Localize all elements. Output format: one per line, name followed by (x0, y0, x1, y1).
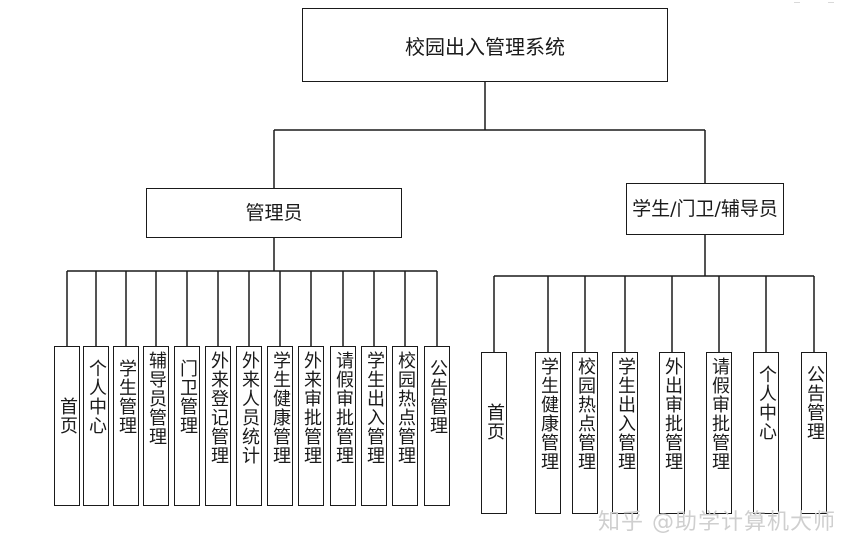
function-label: 公告管理 (427, 359, 448, 435)
user-node: 学生/门卫/辅导员 (626, 183, 784, 235)
function-node: 请假审批管理 (330, 346, 356, 506)
function-label: 首页 (57, 397, 78, 435)
function-node: 公告管理 (801, 352, 827, 514)
function-label: 外来登记管理 (208, 351, 229, 465)
function-node: 外来人员统计 (236, 346, 262, 506)
function-label: 学生管理 (116, 359, 137, 435)
function-label: 公告管理 (804, 365, 825, 441)
function-node: 校园热点管理 (392, 346, 418, 506)
function-label: 学生健康管理 (270, 351, 291, 465)
root-label: 校园出入管理系统 (405, 34, 565, 59)
admin-label: 管理员 (245, 202, 303, 224)
function-node: 首页 (54, 346, 80, 506)
function-node: 学生管理 (113, 346, 139, 506)
function-node: 外来登记管理 (205, 346, 231, 506)
function-label: 外来人员统计 (239, 351, 260, 465)
function-label: 辅导员管理 (146, 351, 167, 446)
function-label: 请假审批管理 (333, 351, 354, 465)
function-node: 学生出入管理 (612, 352, 638, 514)
function-node: 公告管理 (424, 346, 450, 506)
function-label: 学生健康管理 (538, 357, 559, 471)
function-label: 校园热点管理 (575, 357, 596, 471)
root-node: 校园出入管理系统 (302, 8, 668, 82)
function-label: 学生出入管理 (615, 357, 636, 471)
function-label: 个人中心 (756, 365, 777, 441)
function-node: 个人中心 (753, 352, 779, 514)
function-label: 外出审批管理 (662, 357, 683, 471)
function-node: 学生健康管理 (267, 346, 293, 506)
function-label: 学生出入管理 (364, 351, 385, 465)
corner-marks (788, 0, 858, 6)
function-label: 门卫管理 (177, 359, 198, 435)
function-label: 外来审批管理 (301, 351, 322, 465)
function-node: 辅导员管理 (143, 346, 169, 506)
admin-node: 管理员 (146, 188, 402, 238)
function-node: 学生健康管理 (535, 352, 561, 514)
function-node: 门卫管理 (174, 346, 200, 506)
user-label: 学生/门卫/辅导员 (632, 198, 778, 220)
function-label: 个人中心 (86, 359, 107, 435)
watermark: 知乎 @助学计算机大师 (598, 510, 836, 535)
function-node: 请假审批管理 (706, 352, 732, 514)
function-node: 外出审批管理 (659, 352, 685, 514)
function-node: 首页 (481, 352, 507, 514)
function-label: 校园热点管理 (395, 351, 416, 465)
function-label: 请假审批管理 (709, 357, 730, 471)
function-node: 个人中心 (83, 346, 109, 506)
function-node: 外来审批管理 (298, 346, 324, 506)
function-node: 学生出入管理 (361, 346, 387, 506)
function-label: 首页 (484, 403, 505, 441)
function-node: 校园热点管理 (572, 352, 598, 514)
